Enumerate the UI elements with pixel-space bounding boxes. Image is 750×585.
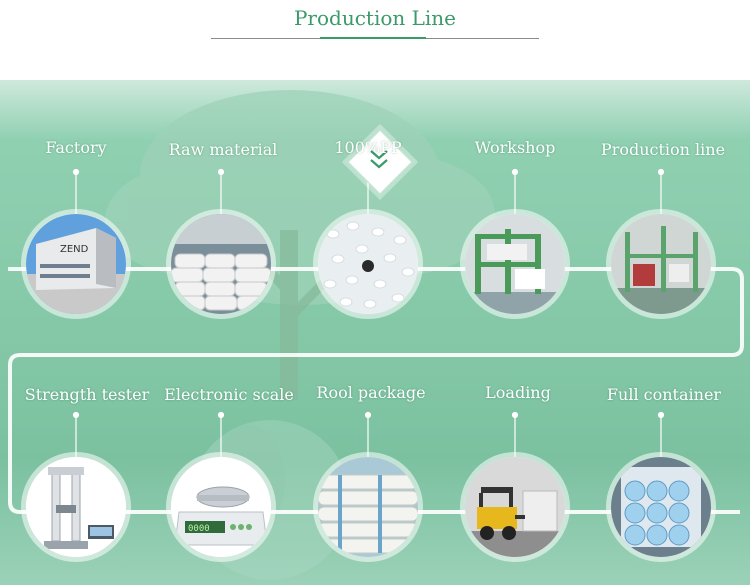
step-photo-production-line	[611, 214, 711, 314]
section-title: Production Line	[293, 6, 457, 30]
step-label-workshop: Workshop	[474, 138, 556, 157]
scale-display-text: 0000	[188, 524, 210, 534]
factory-sign-text: ZEND	[60, 244, 89, 255]
step-label-pp: 100%PP	[334, 138, 402, 157]
step-photo-pp-pellets	[318, 214, 418, 314]
step-label-full-container: Full container	[606, 385, 722, 404]
title-underline-accent	[320, 37, 426, 39]
step-photo-roll-package	[318, 457, 418, 557]
step-photo-full-container	[611, 457, 711, 557]
step-photo-electronic-scale: 0000	[171, 457, 271, 557]
step-photo-workshop	[465, 214, 565, 314]
step-label-roll-package: Rool package	[316, 383, 426, 402]
step-label-loading: Loading	[485, 383, 551, 402]
process-stage: Factory Raw material 100%PP Workshop Pro…	[0, 80, 750, 585]
step-label-strength-tester: Strength tester	[24, 385, 150, 404]
step-photo-raw-material	[171, 214, 271, 314]
step-label-raw-material: Raw material	[168, 140, 278, 159]
step-photo-forklift-loading	[465, 457, 565, 557]
step-photo-factory: ZEND	[26, 214, 126, 314]
step-label-production-line: Production line	[600, 140, 726, 159]
step-label-factory: Factory	[45, 138, 107, 157]
header: Production Line	[0, 0, 750, 80]
step-photo-strength-tester	[26, 457, 126, 557]
step-label-electronic-scale: Electronic scale	[164, 385, 294, 404]
double-chevron-down-icon	[370, 150, 388, 169]
